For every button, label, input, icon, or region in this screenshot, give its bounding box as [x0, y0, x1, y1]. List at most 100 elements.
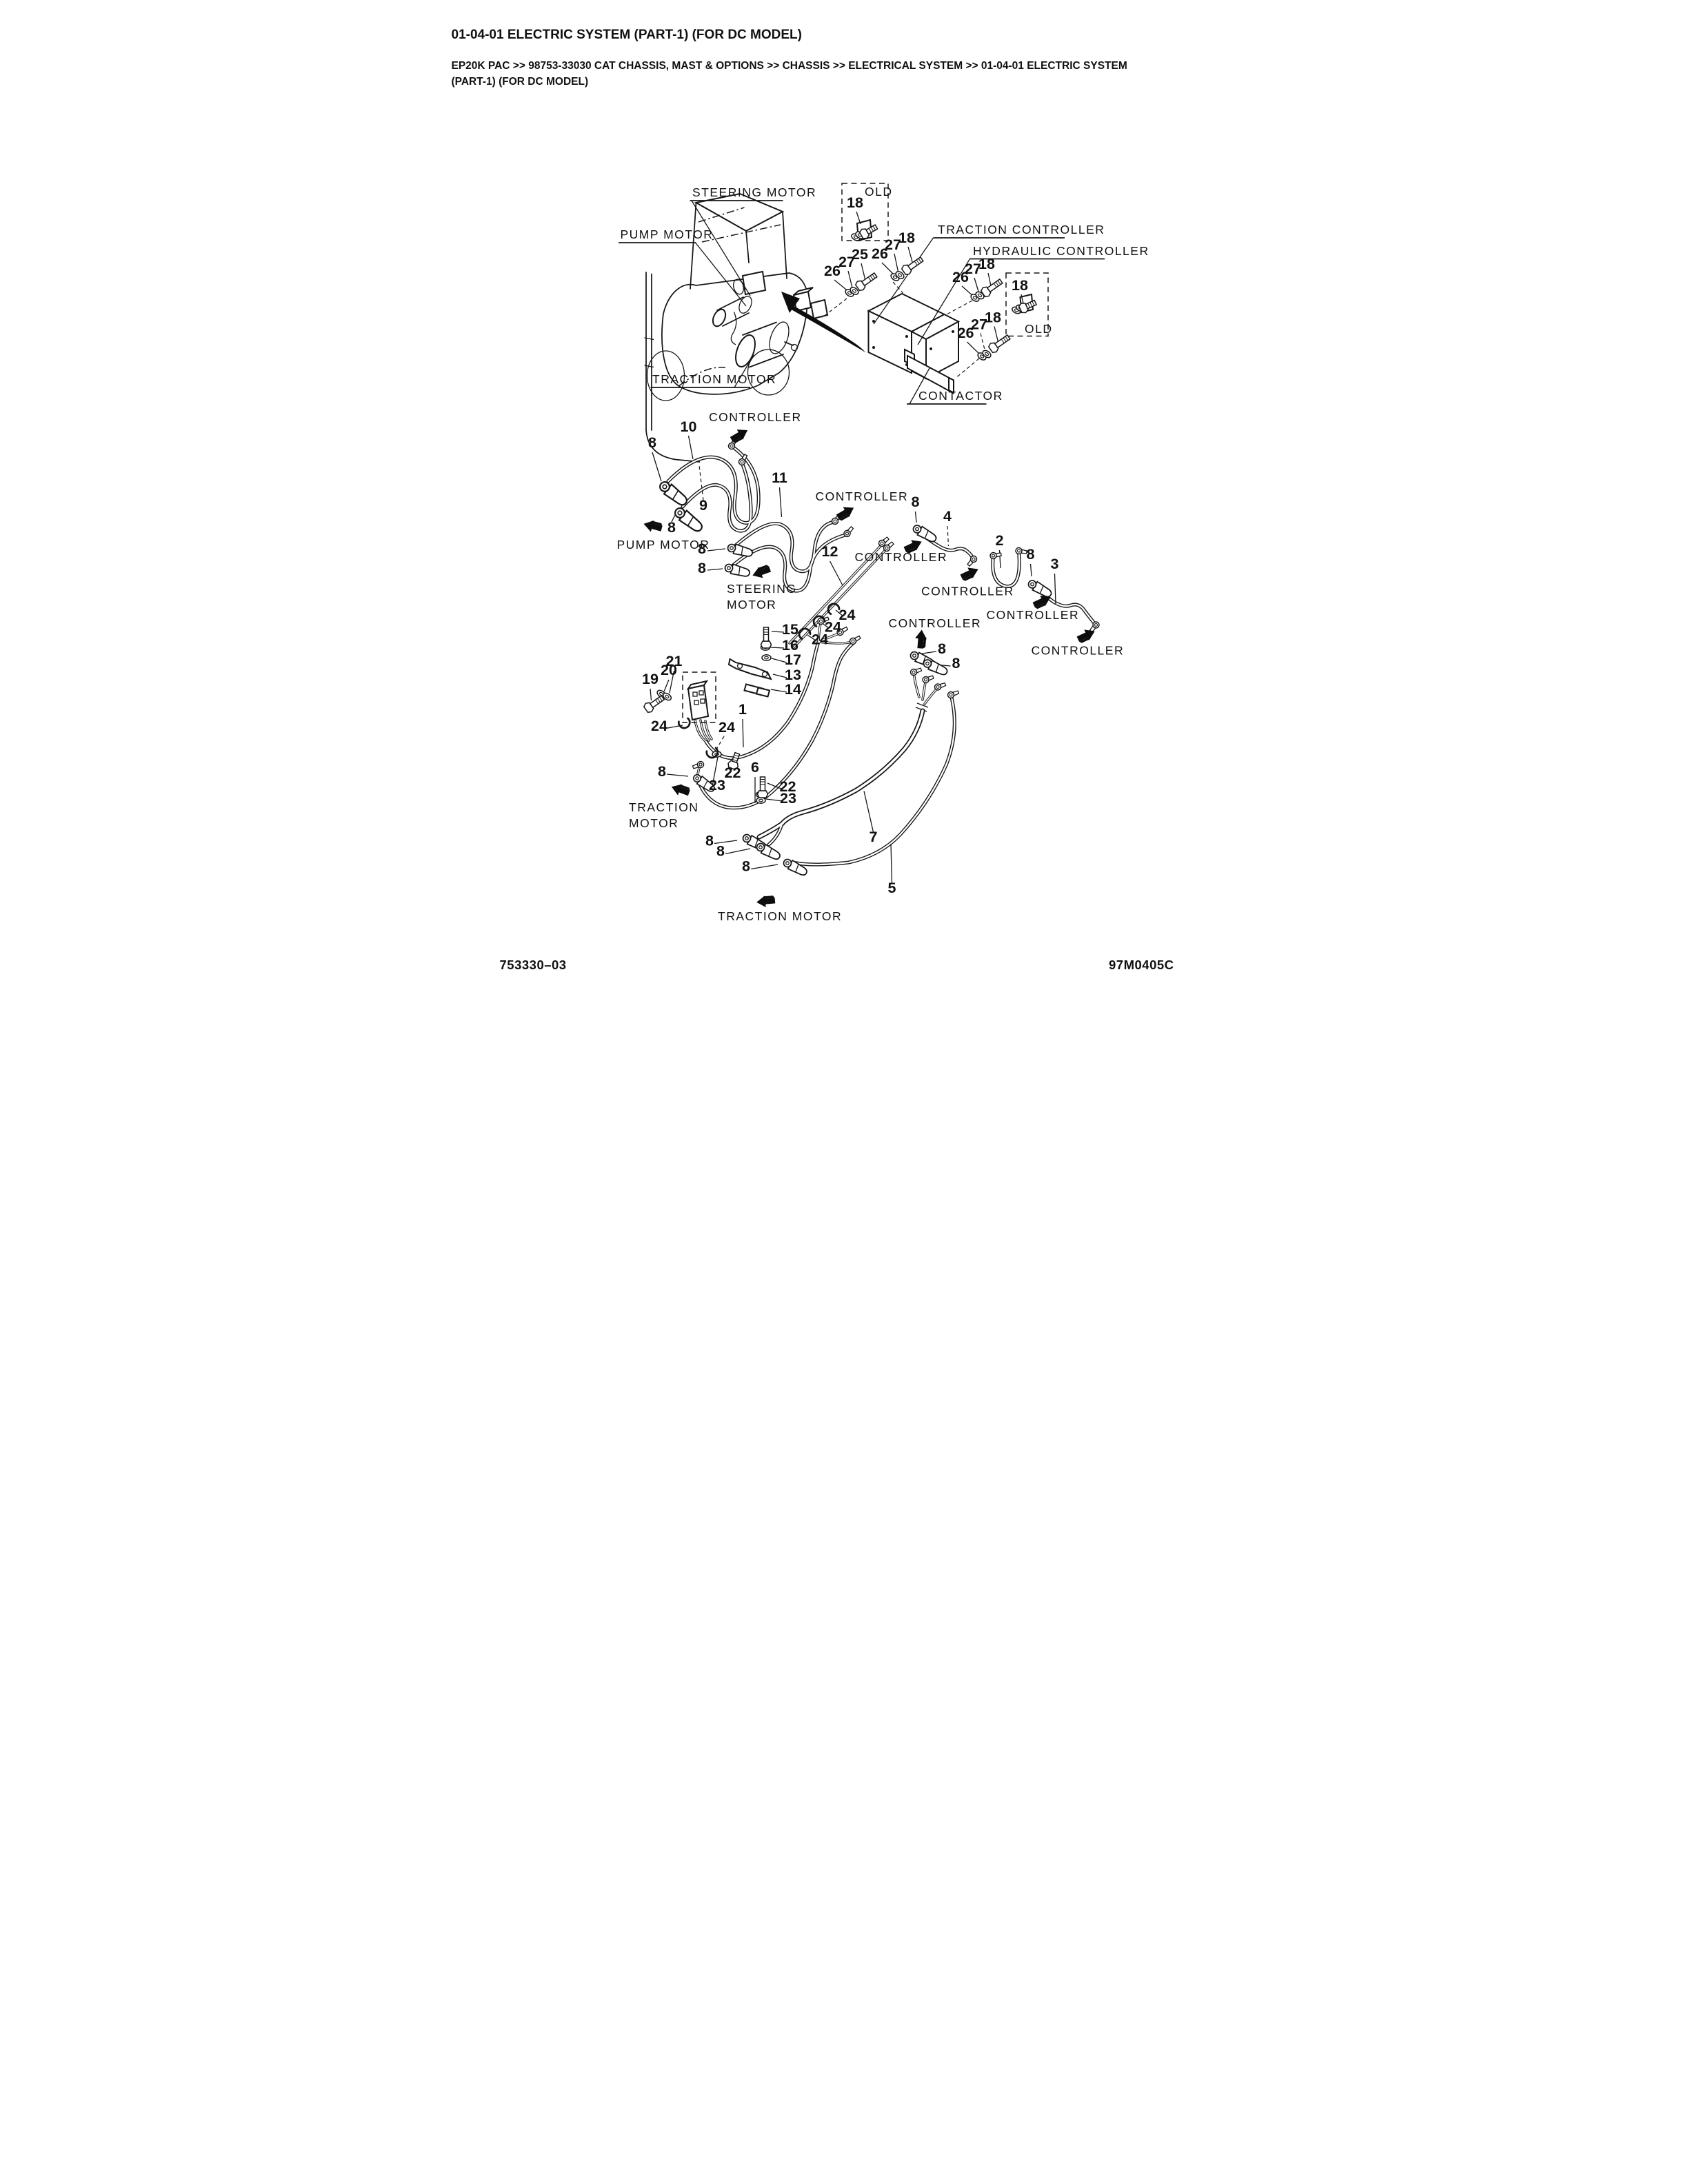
leader-line [994, 326, 999, 344]
washer [982, 350, 992, 358]
label-old-top: OLD [865, 185, 892, 199]
leader-line [778, 487, 783, 518]
part-number-14: 14 [785, 681, 801, 698]
direction-arrow-icon [960, 567, 978, 581]
part-number-21: 21 [666, 653, 683, 669]
leader-line-dashed [980, 333, 986, 353]
label-steering-cable-2: MOTOR [727, 598, 776, 611]
part-number-8: 8 [1027, 546, 1035, 563]
parts-catalog-page: 01-04-01 ELECTRIC SYSTEM (PART-1) (FOR D… [422, 0, 1266, 1092]
label-steering-cable-1: STEERING [727, 582, 796, 596]
leader-line [829, 560, 843, 586]
leader-line [1054, 573, 1056, 605]
cable-clip [798, 627, 812, 640]
ring-terminal [878, 536, 890, 547]
direction-arrow-icon [836, 507, 854, 521]
part-number-27: 27 [971, 316, 987, 333]
terminal-lug [659, 481, 688, 506]
breadcrumb-line-2[interactable]: (PART-1) (FOR DC MODEL) [452, 76, 589, 88]
leader-line-dashed [956, 358, 980, 378]
leader-line [734, 354, 754, 388]
part-number-12: 12 [822, 543, 838, 560]
cable-clip [827, 603, 841, 616]
label-steering-motor: STEERING MOTOR [692, 185, 816, 199]
traction-motor-sketch [735, 321, 798, 368]
leader-line [1029, 563, 1032, 577]
label-traction-motor-bottom: TRACTION MOTOR [718, 909, 842, 923]
ring-terminal [967, 555, 978, 567]
ring-terminal [692, 760, 705, 769]
bolt [760, 627, 772, 649]
leader-line [807, 634, 816, 641]
terminal-lug [724, 563, 751, 577]
part-number-26: 26 [872, 245, 888, 262]
leader-line [669, 670, 675, 694]
washer [850, 287, 859, 295]
leader-line [707, 548, 726, 552]
leader-line-dashed [947, 525, 950, 547]
ring-terminal [843, 526, 854, 538]
ring-terminal [934, 682, 947, 691]
part-number-8: 8 [938, 640, 946, 657]
cable-clip [705, 747, 719, 759]
label-controller-7: CONTROLLER [889, 616, 982, 630]
cable-clip [677, 717, 691, 729]
ring-terminal [836, 626, 849, 636]
part-number-9: 9 [699, 497, 707, 514]
label-pump-motor-cable: PUMP MOTOR [617, 538, 710, 552]
figure-number: 753330–03 [500, 958, 567, 972]
washer [975, 291, 985, 300]
leader-line [652, 452, 662, 482]
part-number-24: 24 [719, 719, 735, 736]
direction-arrow-icon [756, 896, 776, 908]
part-number-11: 11 [772, 469, 787, 486]
terminal-lug [727, 543, 754, 557]
label-controller-6: CONTROLLER [1032, 644, 1125, 658]
part-number-1: 1 [738, 701, 747, 718]
bolt [854, 272, 878, 292]
label-controller-3: CONTROLLER [855, 550, 948, 564]
label-traction-cable-1: TRACTION [629, 800, 699, 814]
direction-arrow-icon [752, 565, 772, 578]
part-number-24: 24 [839, 607, 856, 623]
direction-arrow-icon [1076, 629, 1095, 643]
swoosh-arrow [781, 292, 865, 352]
leader-line-dashed [821, 298, 847, 318]
leader-line [714, 840, 738, 845]
leader-line [707, 568, 723, 571]
steering-motor-sketch [733, 270, 767, 296]
part-number-2: 2 [996, 532, 1004, 549]
label-traction-controller: TRACTION CONTROLLER [938, 223, 1105, 236]
part-number-18-old-top: 18 [847, 194, 863, 211]
terminal-lug [783, 858, 807, 876]
washer [662, 692, 672, 701]
leader-line [914, 511, 917, 523]
part-number-13: 13 [785, 667, 801, 683]
label-hydraulic-controller: HYDRAULIC CONTROLLER [973, 244, 1149, 258]
ring-terminal [947, 690, 960, 699]
part-number-18: 18 [978, 256, 995, 272]
ring-terminal [849, 635, 861, 645]
part-number-27: 27 [885, 236, 901, 253]
connector-block [686, 680, 710, 721]
bolt [1018, 299, 1038, 314]
battery-cables [666, 446, 1097, 867]
part-number-24: 24 [825, 619, 841, 636]
bolt [987, 334, 1011, 354]
part-number-27: 27 [965, 261, 981, 277]
leader-line [835, 609, 844, 617]
part-number-23: 23 [780, 790, 796, 807]
pump-motor-sketch [712, 296, 752, 327]
part-number-25: 25 [852, 246, 868, 263]
leader-line [921, 651, 937, 654]
part-number-22: 22 [725, 765, 741, 781]
part-number-8: 8 [648, 434, 656, 451]
part-number-27: 27 [838, 254, 855, 270]
breadcrumb-line-1[interactable]: EP20K PAC >> 98753-33030 CAT CHASSIS, MA… [452, 60, 1127, 72]
part-number-26: 26 [958, 325, 974, 341]
leader-line [750, 864, 778, 870]
leader-line [694, 242, 747, 307]
label-traction-motor: TRACTION MOTOR [652, 372, 776, 386]
direction-arrow-icon [643, 520, 663, 532]
bolt [901, 256, 924, 276]
